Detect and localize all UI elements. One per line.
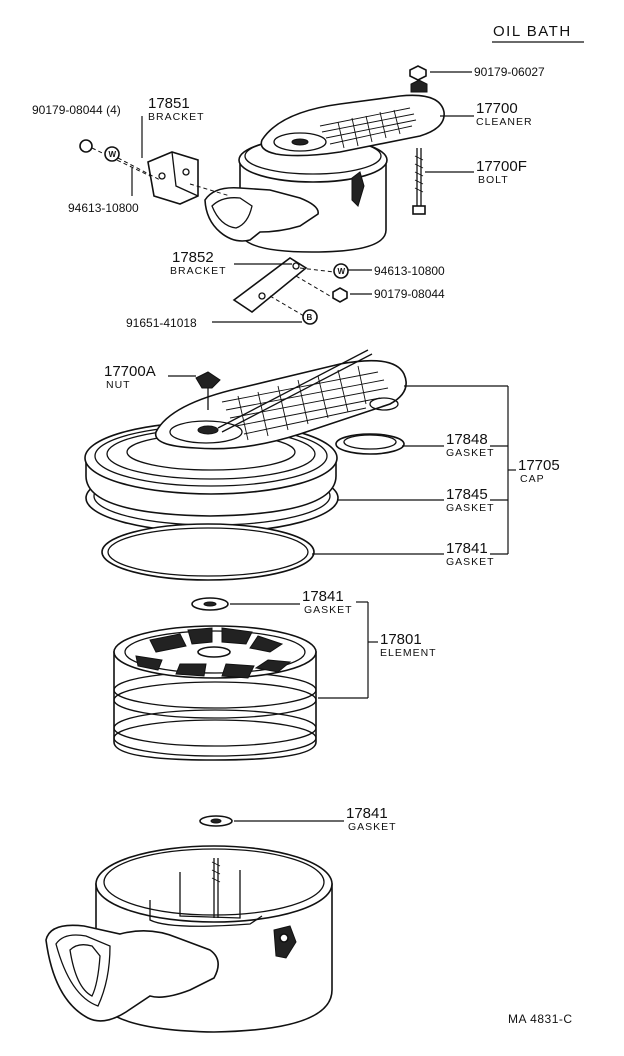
svg-text:W: W bbox=[338, 267, 346, 276]
element-drawing bbox=[113, 597, 317, 761]
part-17851-name: BRACKET bbox=[148, 111, 205, 123]
part-17851-number: 17851 bbox=[148, 95, 190, 112]
part-90179-08044-qty: 90179-08044 (4) bbox=[32, 103, 121, 117]
leader-lines-element bbox=[230, 601, 378, 699]
part-17841b-name: GASKET bbox=[304, 604, 353, 616]
part-17848-number: 17848 bbox=[446, 431, 488, 448]
part-17841a-name: GASKET bbox=[446, 556, 495, 568]
part-17852-name: BRACKET bbox=[170, 265, 227, 277]
oil-bath-case-drawing bbox=[45, 815, 333, 1033]
nut-symbol-left bbox=[79, 139, 93, 153]
nut-symbol-right bbox=[332, 287, 348, 303]
part-17705-name: CAP bbox=[520, 473, 545, 485]
part-17841c-name: GASKET bbox=[348, 821, 397, 833]
part-17848-name: GASKET bbox=[446, 447, 495, 459]
svg-text:B: B bbox=[307, 313, 313, 322]
part-17700f-number: 17700F bbox=[476, 158, 527, 175]
part-17705-number: 17705 bbox=[518, 457, 560, 474]
part-17841a-number: 17841 bbox=[446, 540, 488, 557]
cap-assembly-drawing bbox=[84, 349, 407, 581]
part-17700f-name: BOLT bbox=[478, 174, 509, 186]
part-17845-name: GASKET bbox=[446, 502, 495, 514]
part-17845-number: 17845 bbox=[446, 486, 488, 503]
part-17841b-number: 17841 bbox=[302, 588, 344, 605]
leader-lines-cap bbox=[168, 375, 516, 555]
part-17852-number: 17852 bbox=[172, 249, 214, 266]
part-94613-10800-left: 94613-10800 bbox=[68, 201, 139, 215]
diagram-code: MA 4831-C bbox=[508, 1012, 573, 1026]
part-17801-number: 17801 bbox=[380, 631, 422, 648]
part-17700-name: CLEANER bbox=[476, 116, 533, 128]
part-17700-number: 17700 bbox=[476, 100, 518, 117]
part-90179-08044: 90179-08044 bbox=[374, 287, 445, 301]
part-91651-41018: 91651-41018 bbox=[126, 316, 197, 330]
cleaner-assembly-drawing bbox=[91, 65, 445, 317]
part-94613-10800-right: 94613-10800 bbox=[374, 264, 445, 278]
part-17700a-number: 17700A bbox=[104, 363, 156, 380]
washer-symbol-right: W bbox=[333, 263, 349, 279]
part-17700a-name: NUT bbox=[106, 379, 131, 391]
part-17801-name: ELEMENT bbox=[380, 647, 437, 659]
leader-lines-top bbox=[131, 71, 474, 323]
part-90179-06027: 90179-06027 bbox=[474, 65, 545, 79]
diagram-title: OIL BATH bbox=[493, 23, 572, 40]
svg-text:W: W bbox=[109, 150, 117, 159]
part-17841c-number: 17841 bbox=[346, 805, 388, 822]
washer-symbol-left: W bbox=[104, 146, 120, 162]
bolt-symbol: B bbox=[302, 309, 318, 325]
